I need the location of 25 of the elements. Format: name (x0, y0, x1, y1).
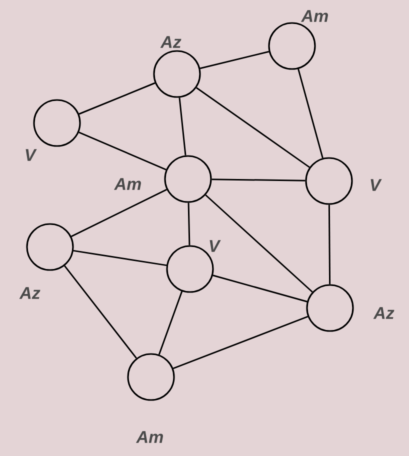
connector-line (212, 274, 308, 302)
connector-line (188, 202, 190, 246)
connector-line (172, 316, 308, 370)
node-label: Am (300, 10, 328, 22)
connector-line (205, 194, 313, 293)
connector-line (73, 250, 167, 266)
node-label: Am (136, 431, 163, 443)
node-label: V (210, 240, 221, 252)
connector-line (328, 204, 331, 284)
connector-line (200, 50, 270, 70)
connector-line (78, 82, 156, 115)
connector-line (196, 87, 310, 168)
node-label: Az (373, 307, 394, 319)
node-label: Am (114, 178, 141, 190)
connector-line (212, 178, 306, 182)
node-label: Az (160, 36, 182, 48)
connector-line (64, 265, 137, 359)
node-label: V (370, 179, 382, 191)
connector-line (298, 68, 324, 158)
node-label: Az (19, 287, 40, 299)
connector-line (178, 98, 186, 156)
node-label: V (26, 149, 37, 161)
connector-line (78, 132, 166, 170)
connector-line (71, 188, 167, 238)
connector-line (158, 291, 183, 355)
